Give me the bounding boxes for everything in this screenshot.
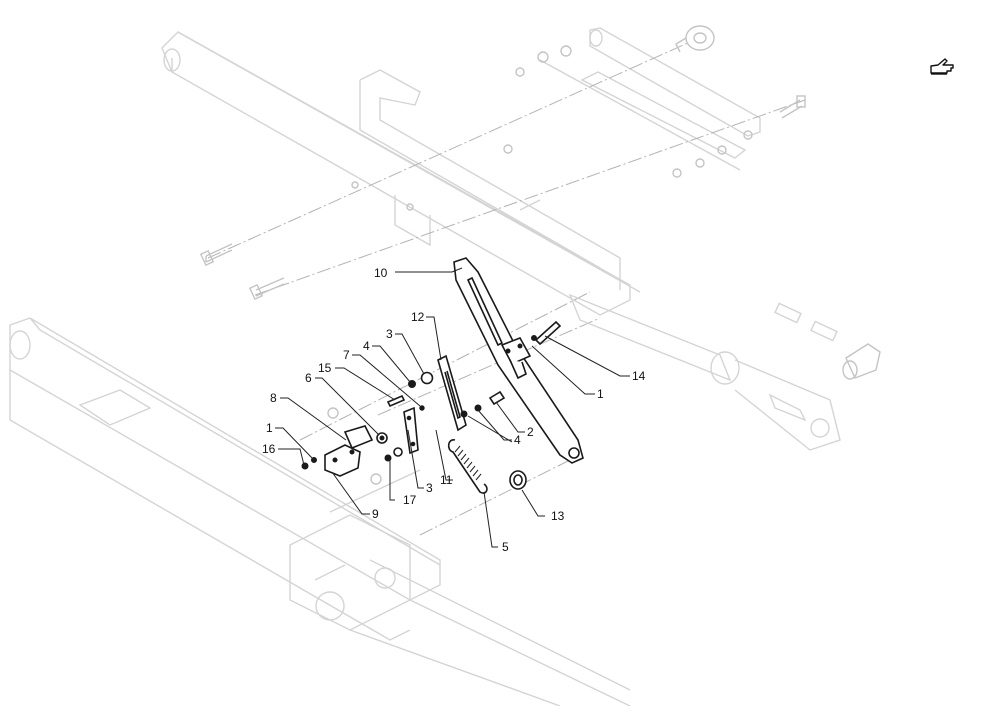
lever-bracket [500, 337, 532, 366]
callout-10: 10 [374, 266, 388, 280]
leader-lines [275, 267, 630, 548]
hydraulic-cylinder [568, 293, 881, 451]
callout-2: 2 [527, 425, 534, 439]
callout-14: 14 [632, 369, 646, 383]
callout-3: 3 [386, 327, 393, 341]
assembly-axis-lines [207, 41, 806, 536]
callout-3-lower: 3 [426, 481, 433, 495]
nut-16 [301, 462, 309, 470]
callout-9: 9 [372, 507, 379, 521]
callout-11: 11 [440, 473, 453, 487]
callout-16: 16 [262, 442, 276, 456]
active-parts [301, 257, 584, 494]
ghost-small-parts [327, 181, 414, 485]
callout-7: 7 [343, 348, 350, 362]
callout-5: 5 [502, 540, 509, 554]
adjustment-knob [675, 25, 715, 53]
upper-frame-beam [161, 31, 641, 316]
bolt-14 [534, 320, 562, 346]
bolt-2 [488, 390, 506, 406]
upper-right-bracket [539, 27, 761, 171]
nut-4 [408, 380, 416, 388]
bolt-15 [386, 394, 406, 408]
callout-1-right: 1 [597, 387, 604, 401]
callout-labels: 10 12 3 4 7 15 6 8 1 16 14 1 2 4 3 11 17… [262, 266, 646, 554]
callout-12: 12 [411, 310, 425, 324]
nut-17 [393, 447, 403, 457]
callout-1: 1 [266, 421, 273, 435]
callout-4-lower: 4 [514, 433, 521, 447]
callout-13: 13 [551, 509, 565, 523]
callout-15: 15 [318, 361, 332, 375]
callout-17: 17 [403, 493, 417, 507]
ghost-bolts [199, 45, 806, 301]
callout-6: 6 [305, 371, 312, 385]
lower-main-frame [9, 317, 631, 706]
callout-8: 8 [270, 391, 277, 405]
callout-4: 4 [363, 339, 370, 353]
washer-3 [420, 371, 434, 385]
block-assembly [324, 444, 361, 477]
pointing-hand-icon[interactable] [929, 57, 955, 77]
